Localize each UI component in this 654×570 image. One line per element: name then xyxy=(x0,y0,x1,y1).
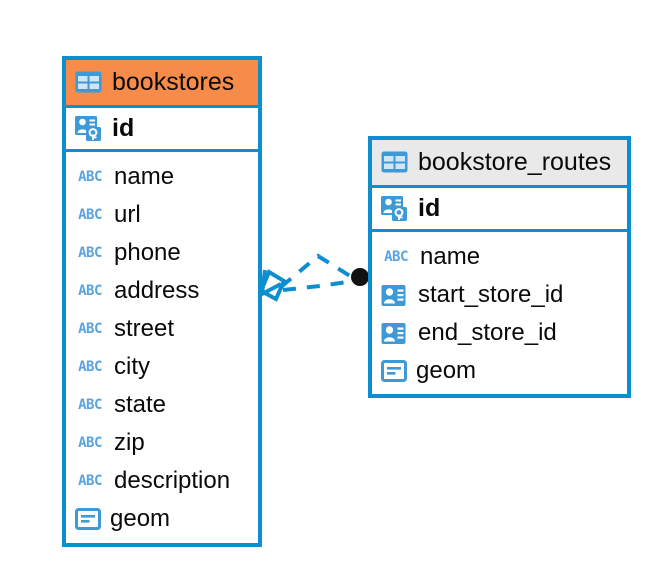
field-row-geom[interactable]: geom xyxy=(372,352,627,390)
abc-text-icon: ABC xyxy=(78,321,102,337)
field-list-bookstores: ABC name ABC url ABC phone ABC address A… xyxy=(66,152,258,542)
field-row-street[interactable]: ABC street xyxy=(66,310,258,348)
foreign-key-icon xyxy=(381,284,409,307)
field-row-address[interactable]: ABC address xyxy=(66,272,258,310)
field-row-geom[interactable]: geom xyxy=(66,500,258,538)
abc-text-icon: ABC xyxy=(78,207,102,223)
field-row-state[interactable]: ABC state xyxy=(66,386,258,424)
abc-text-icon: ABC xyxy=(78,283,102,299)
entity-header-bookstore-routes: bookstore_routes xyxy=(372,140,627,185)
field-row-city[interactable]: ABC city xyxy=(66,348,258,386)
abc-text-icon: ABC xyxy=(78,359,102,375)
field-label: zip xyxy=(114,429,145,456)
diamond-crowsfoot-marker xyxy=(258,269,287,302)
primary-key-icon xyxy=(75,116,103,141)
field-label: start_store_id xyxy=(418,281,564,308)
abc-text-icon: ABC xyxy=(78,473,102,489)
relationship-line-upper xyxy=(279,253,357,289)
field-label: street xyxy=(114,315,175,342)
field-row-start-store-id[interactable]: start_store_id xyxy=(372,276,627,314)
field-list-bookstore-routes: ABC name start_store_id xyxy=(372,232,627,394)
abc-text-icon: ABC xyxy=(78,435,102,451)
abc-text-icon: ABC xyxy=(78,245,102,261)
primary-key-row-bookstore-routes[interactable]: id xyxy=(372,185,627,232)
entity-bookstores[interactable]: bookstores id ABC xyxy=(62,56,262,547)
abc-text-icon: ABC xyxy=(384,249,408,265)
entity-bookstore-routes[interactable]: bookstore_routes id ABC xyxy=(368,136,631,398)
table-icon xyxy=(75,71,102,93)
primary-key-icon xyxy=(381,196,409,221)
field-label: name xyxy=(114,163,175,190)
table-icon xyxy=(381,151,408,173)
field-label: address xyxy=(114,277,200,304)
field-row-end-store-id[interactable]: end_store_id xyxy=(372,314,627,352)
field-label: geom xyxy=(110,505,171,532)
filled-circle-marker xyxy=(351,268,369,286)
field-row-description[interactable]: ABC description xyxy=(66,462,258,500)
field-label: state xyxy=(114,391,167,418)
primary-key-label: id xyxy=(418,194,441,222)
primary-key-row-bookstores[interactable]: id xyxy=(66,105,258,152)
foreign-key-icon xyxy=(381,322,409,345)
relationship-line-lower xyxy=(282,279,355,292)
field-label: city xyxy=(114,353,150,380)
primary-key-label: id xyxy=(112,114,135,142)
field-row-url[interactable]: ABC url xyxy=(66,196,258,234)
entity-title: bookstores xyxy=(112,67,235,96)
abc-text-icon: ABC xyxy=(78,169,102,185)
geometry-icon xyxy=(75,508,101,530)
field-row-phone[interactable]: ABC phone xyxy=(66,234,258,272)
field-label: end_store_id xyxy=(418,319,557,346)
field-label: geom xyxy=(416,357,477,384)
field-row-zip[interactable]: ABC zip xyxy=(66,424,258,462)
field-label: name xyxy=(420,243,481,270)
entity-title: bookstore_routes xyxy=(418,147,612,176)
field-label: url xyxy=(114,201,141,228)
field-row-name[interactable]: ABC name xyxy=(372,238,627,276)
field-row-name[interactable]: ABC name xyxy=(66,158,258,196)
field-label: description xyxy=(114,467,231,494)
abc-text-icon: ABC xyxy=(78,397,102,413)
entity-header-bookstores: bookstores xyxy=(66,60,258,105)
geometry-icon xyxy=(381,360,407,382)
field-label: phone xyxy=(114,239,181,266)
